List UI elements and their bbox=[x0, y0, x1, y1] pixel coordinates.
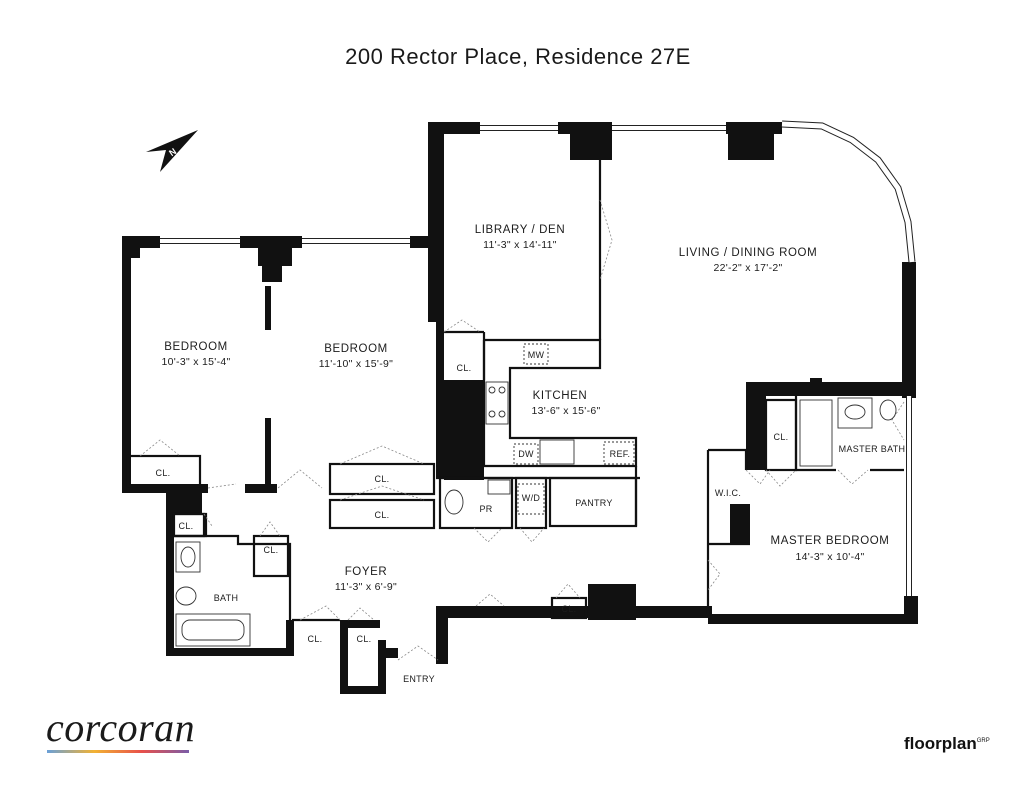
microwave-label: MW bbox=[528, 350, 545, 360]
closet-label: CL. bbox=[308, 634, 323, 644]
plan-title: 200 Rector Place, Residence 27E bbox=[345, 44, 691, 69]
refrigerator-label: REF. bbox=[610, 449, 631, 459]
master-bedroom-name: MASTER BEDROOM bbox=[771, 535, 890, 547]
interior-walls bbox=[126, 120, 916, 651]
pantry-label: PANTRY bbox=[575, 498, 612, 508]
closet-label: CL. bbox=[375, 510, 390, 520]
closet-label: CL. bbox=[179, 521, 194, 531]
master-bedroom-dims: 14'-3" x 10'-4" bbox=[795, 551, 864, 563]
north-arrow-icon: N bbox=[146, 130, 198, 172]
dishwasher-label: DW bbox=[518, 449, 534, 459]
master-bath-label: MASTER BATH bbox=[839, 444, 906, 454]
corcoran-logo-bar bbox=[47, 750, 189, 753]
bedroom1-name: BEDROOM bbox=[164, 341, 228, 353]
kitchen-dims: 13'-6" x 15'-6" bbox=[531, 405, 600, 417]
bedroom2-dims: 11'-10" x 15'-9" bbox=[319, 358, 393, 370]
floorplan-logo-suffix: GRP bbox=[976, 738, 990, 744]
living-dims: 22'-2" x 17'-2" bbox=[713, 262, 782, 274]
entry-label: ENTRY bbox=[403, 674, 435, 684]
corcoran-logo: corcoran bbox=[46, 705, 196, 750]
kitchen-name: KITCHEN bbox=[533, 390, 588, 402]
room-labels: LIBRARY / DEN 11'-3" x 14'-11" LIVING / … bbox=[156, 224, 906, 684]
closet-label: CL. bbox=[457, 363, 472, 373]
walls bbox=[122, 122, 918, 694]
closet-label: CL. bbox=[264, 545, 279, 555]
bedroom1-dims: 10'-3" x 15'-4" bbox=[161, 356, 230, 368]
closet-label: CL. bbox=[562, 604, 577, 614]
powder-room-label: PR bbox=[479, 504, 492, 514]
library-name: LIBRARY / DEN bbox=[475, 224, 565, 236]
living-name: LIVING / DINING ROOM bbox=[679, 247, 818, 259]
compass-letter: N bbox=[167, 146, 178, 158]
closet-label: CL. bbox=[375, 474, 390, 484]
floorplan-logo-text: floorplan bbox=[904, 734, 977, 753]
door-swings bbox=[139, 199, 905, 661]
walk-in-closet-label: W.I.C. bbox=[715, 488, 741, 498]
floorplan-logo: floorplanGRP bbox=[904, 734, 990, 754]
foyer-dims: 11'-3" x 6'-9" bbox=[335, 581, 397, 593]
closet-label: CL. bbox=[357, 634, 372, 644]
foyer-name: FOYER bbox=[345, 566, 388, 578]
bath-label: BATH bbox=[214, 593, 239, 603]
washer-dryer-label: W/D bbox=[522, 493, 541, 503]
library-dims: 11'-3" x 14'-11" bbox=[483, 239, 557, 251]
closet-label: CL. bbox=[774, 432, 789, 442]
fixtures bbox=[175, 343, 897, 647]
bedroom2-name: BEDROOM bbox=[324, 343, 388, 355]
closet-label: CL. bbox=[156, 468, 171, 478]
